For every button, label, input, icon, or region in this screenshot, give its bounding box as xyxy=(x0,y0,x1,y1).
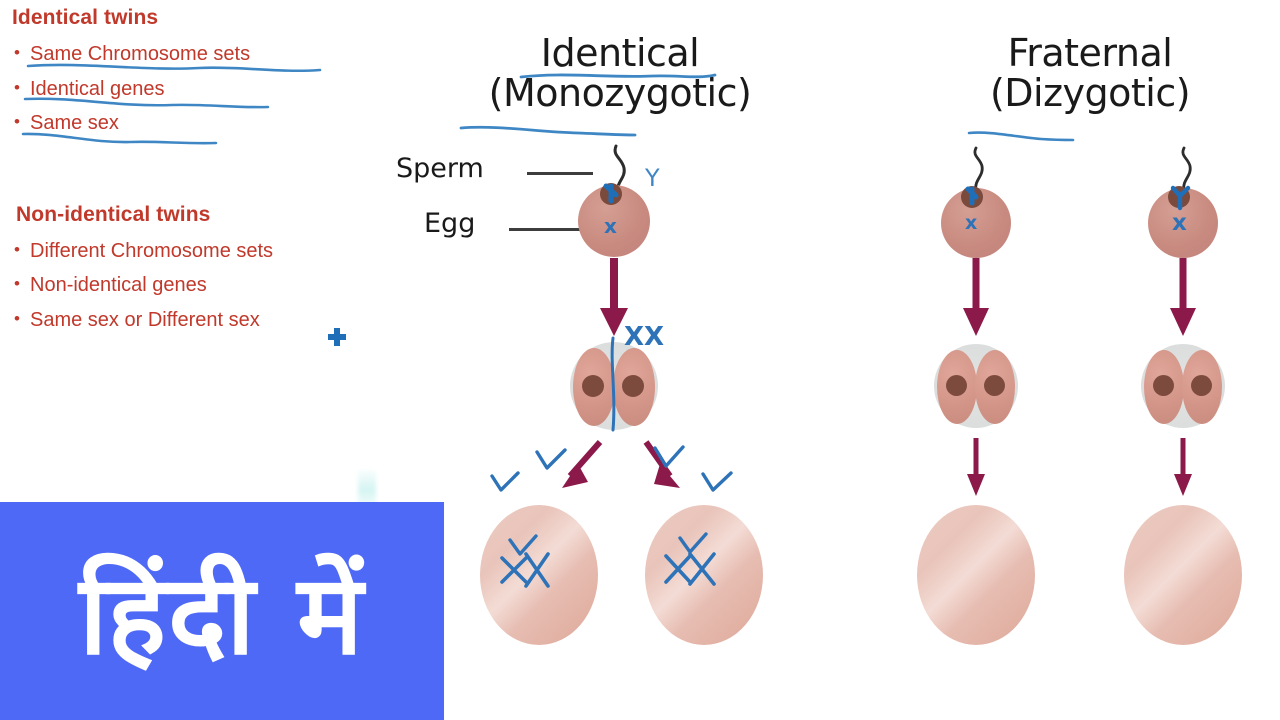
sperm-label: Sperm xyxy=(396,153,484,184)
blastomere-nucleus-left-di-left xyxy=(946,375,967,396)
dizygotic-title-line2: (Dizygotic) xyxy=(989,70,1191,115)
egg-label: Egg xyxy=(424,208,476,239)
zygote-annotation-x: x xyxy=(604,214,617,238)
bullet-label: Non-identical genes xyxy=(30,274,207,296)
blastomere-nucleus-left-di-right xyxy=(1153,375,1174,396)
dizygotic-title: Fraternal (Dizygotic) xyxy=(900,31,1280,115)
bullet-dot-icon: • xyxy=(14,78,20,97)
arrow-split-right-mono xyxy=(643,440,680,488)
blue-check-mark-ink-2 xyxy=(535,448,567,470)
dizygotic-title-line1: Fraternal xyxy=(1007,31,1173,75)
bullet-same-sex: • Same sex xyxy=(14,113,119,133)
monozygotic-title-line1: Identical xyxy=(540,31,700,75)
two-cell-annotation-xx-mono: XX xyxy=(624,322,665,352)
bullet-non-identical-genes: • Non-identical genes xyxy=(14,275,207,295)
underline-ink-dizygotic-word xyxy=(967,131,1075,142)
bullet-label: Same sex xyxy=(30,112,119,134)
bullet-label: Different Chromosome sets xyxy=(30,240,274,262)
bullet-dot-icon: • xyxy=(14,274,20,293)
egg-annotation-x-di-left: x xyxy=(965,212,978,234)
hindi-banner-label: हिंदी में xyxy=(79,551,365,679)
zygote-annotation-y: Y xyxy=(645,164,660,192)
embryo-mono-right xyxy=(645,505,763,645)
egg-leader-line xyxy=(509,228,584,231)
blue-check-mark-ink-1 xyxy=(490,471,520,492)
blastomere-nucleus-left-mono xyxy=(582,375,604,397)
sperm-head-icon xyxy=(600,183,622,205)
blastomere-nucleus-right-mono xyxy=(622,375,644,397)
sperm-tail-icon-di-right xyxy=(1181,146,1192,192)
monozygotic-title-line2: (Monozygotic) xyxy=(488,70,752,115)
embryo-mono-left xyxy=(480,505,598,645)
blue-check-mark-ink-3 xyxy=(653,445,685,468)
sperm-tail-icon-di-left xyxy=(973,146,984,192)
bullet-label: Identical genes xyxy=(30,78,165,100)
bullet-different-chromosome-sets: • Different Chromosome sets xyxy=(14,241,273,261)
arrow-two-cell-to-embryo-di-left xyxy=(967,438,985,496)
bullet-same-chromosome-sets: • Same Chromosome sets xyxy=(14,44,250,64)
embryo-di-left xyxy=(917,505,1035,645)
monozygotic-title: Identical (Monozygotic) xyxy=(420,31,820,115)
arrow-zygote-to-two-cell-di-right xyxy=(1170,258,1196,336)
blue-plus-cursor-icon xyxy=(328,328,346,346)
sperm-head-icon-di-right xyxy=(1168,186,1190,208)
bullet-label: Same Chromosome sets xyxy=(30,43,251,65)
hindi-banner-background xyxy=(0,502,444,720)
embryo-di-right xyxy=(1124,505,1242,645)
bullet-label: Same sex or Different sex xyxy=(30,309,260,331)
arrow-split-left-mono xyxy=(562,440,603,488)
sperm-leader-line xyxy=(527,172,593,175)
blue-check-mark-ink-4 xyxy=(701,471,733,492)
bullet-identical-genes: • Identical genes xyxy=(14,79,165,99)
blastomere-nucleus-right-di-left xyxy=(984,375,1005,396)
bullet-dot-icon: • xyxy=(14,112,20,131)
bullet-same-or-different-sex: • Same sex or Different sex xyxy=(14,310,260,330)
arrow-zygote-to-two-cell-di-left xyxy=(963,258,989,336)
identical-twins-heading: Identical twins xyxy=(12,6,159,29)
cyan-artifact xyxy=(358,470,376,510)
non-identical-twins-heading: Non-identical twins xyxy=(16,203,211,226)
egg-annotation-x-di-right: x xyxy=(1172,210,1187,236)
underline-ink-monozygotic-word xyxy=(459,125,637,137)
bullet-dot-icon: • xyxy=(14,309,20,328)
bullet-dot-icon: • xyxy=(14,43,20,62)
blastomere-nucleus-right-di-right xyxy=(1191,375,1212,396)
sperm-head-icon-di-left xyxy=(961,186,983,208)
bullet-dot-icon: • xyxy=(14,240,20,259)
arrow-two-cell-to-embryo-di-right xyxy=(1174,438,1192,496)
